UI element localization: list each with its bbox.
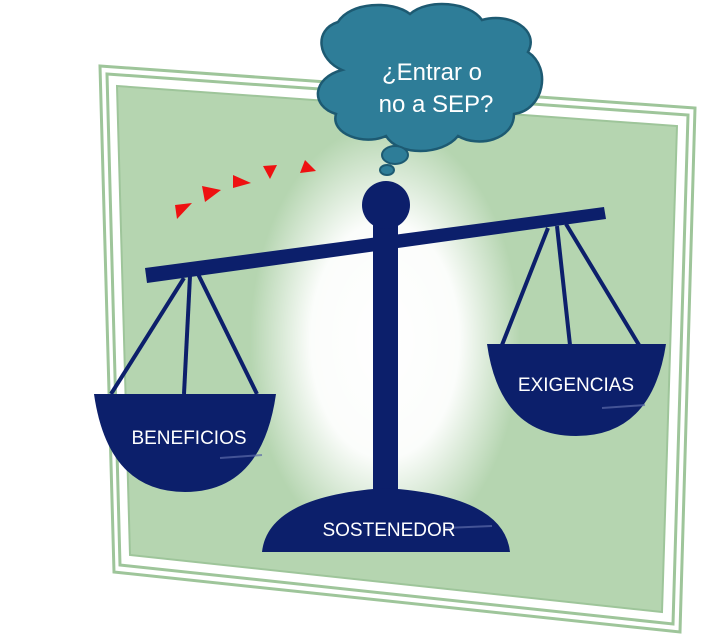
right-pan-label: EXIGENCIAS <box>518 375 634 396</box>
right-pan-strings <box>500 222 641 347</box>
scale-top-knob <box>362 181 410 229</box>
left-pan <box>94 394 276 492</box>
scale <box>94 181 666 552</box>
thought-dot-large <box>381 145 409 165</box>
red-arrow-5 <box>300 160 316 173</box>
left-pan-strings <box>109 273 259 396</box>
right-pan <box>487 344 666 436</box>
red-arrow-4 <box>263 165 277 179</box>
highlight-streaks <box>219 404 646 529</box>
base-label: SOSTENEDOR <box>322 520 455 541</box>
thought-bubble: ¿Entrar o no a SEP? <box>316 2 544 176</box>
scale-base <box>262 488 510 552</box>
thought-text-line2: no a SEP? <box>379 91 494 118</box>
red-arrow-trail <box>175 160 316 219</box>
red-arrow-3 <box>233 175 251 188</box>
left-pan-label: BENEFICIOS <box>131 428 246 449</box>
red-arrow-1 <box>175 203 192 219</box>
thought-text-line1: ¿Entrar o <box>382 59 482 86</box>
thought-dot-small <box>379 164 395 176</box>
thought-cloud <box>316 2 544 153</box>
red-arrow-2 <box>202 186 221 202</box>
scale-pillar <box>373 225 398 503</box>
